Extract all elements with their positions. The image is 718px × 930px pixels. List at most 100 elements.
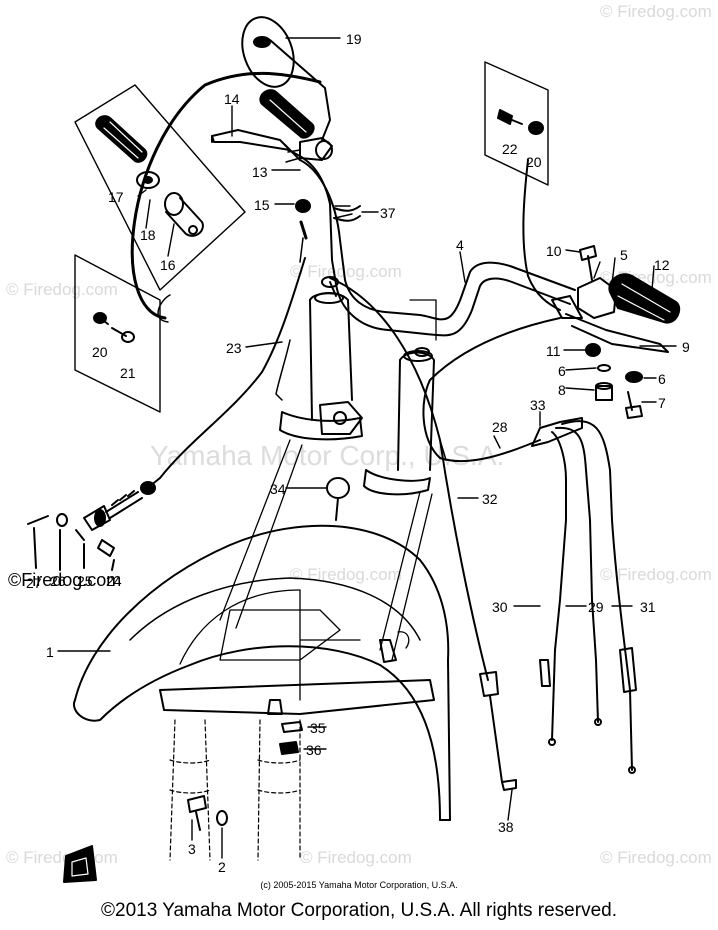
callout-24: 24 [106, 573, 122, 589]
cable-end-left [157, 294, 171, 323]
fork-upper-right [363, 350, 435, 496]
collar-18 [136, 171, 160, 189]
washer-6-left [597, 364, 611, 372]
callout-30: 30 [492, 599, 508, 615]
callout-11: 11 [546, 343, 561, 359]
callout-1: 1 [46, 644, 54, 660]
mirror-19 [241, 16, 331, 141]
callout-27: 27 [26, 575, 42, 591]
callout-12: 12 [654, 257, 670, 273]
callout-10: 10 [546, 243, 562, 259]
callout-28: 28 [492, 419, 508, 435]
lower-fork-sliders [169, 719, 301, 861]
left-lever-14 [211, 129, 291, 151]
nut-36 [279, 741, 299, 755]
callout-36: 36 [306, 742, 322, 758]
firedog-watermark-dark-text: ©Firedog.com [8, 570, 122, 590]
cable-sweep-left [130, 71, 322, 320]
callout-6: 6 [658, 371, 666, 387]
callout-8: 8 [558, 382, 566, 398]
screw-21 [111, 327, 135, 343]
adjuster-assembly [83, 477, 161, 531]
watermark-firedog: © Firedog.com [600, 848, 712, 867]
callout-23: 23 [226, 340, 242, 356]
cable-right-feed [522, 159, 561, 311]
callout-6: 6 [558, 363, 566, 379]
clip-38 [501, 779, 517, 791]
callout-2: 2 [218, 859, 226, 875]
screw-20-left [93, 312, 109, 325]
callout-7: 7 [658, 395, 666, 411]
bolt-24 [97, 539, 115, 571]
spacer-35 [281, 721, 303, 733]
watermark-firedog: © Firedog.com [600, 565, 712, 584]
cable-30-end [539, 659, 556, 746]
handlebar-4 [284, 144, 576, 337]
callout-16: 16 [160, 257, 176, 273]
leader-lines [57, 37, 677, 859]
steering-stem [321, 276, 430, 357]
callout-20: 20 [526, 154, 542, 170]
cable-32 [329, 277, 489, 681]
callout-31: 31 [640, 599, 656, 615]
bolt-25 [75, 529, 85, 569]
bolt-3 [187, 795, 207, 831]
right-lever-holder-5 [551, 277, 669, 353]
callout-18: 18 [140, 227, 156, 243]
firedog-watermark-dark: ©Firedog.com [8, 570, 121, 591]
nut-20-right [528, 121, 544, 135]
firedog-logo-badge [63, 845, 97, 883]
watermark-firedog: © Firedog.com [600, 2, 712, 21]
grommet-15 [295, 199, 311, 263]
watermark-firedog: © Firedog.com [290, 262, 402, 281]
cable-harness-33 [531, 417, 633, 771]
callout-26: 26 [50, 573, 66, 589]
callout-22: 22 [502, 141, 518, 157]
nut-11 [585, 343, 601, 357]
copyright-main: ©2013 Yamaha Motor Corporation, U.S.A. A… [101, 900, 617, 921]
callout-5: 5 [620, 247, 628, 263]
callout-35: 35 [310, 720, 326, 736]
inset-box-screws-right [484, 61, 549, 186]
left-grip [259, 89, 315, 139]
cable-23 [159, 257, 306, 479]
bolt-10 [579, 245, 597, 281]
throttle-sleeve-16 [164, 192, 204, 237]
callout-25: 25 [77, 573, 93, 589]
washer-6-right [625, 371, 643, 383]
callout-14: 14 [224, 91, 240, 107]
callout-37: 37 [380, 205, 396, 221]
washer-26 [56, 513, 68, 571]
callout-9: 9 [682, 339, 690, 355]
callout-33: 33 [530, 397, 546, 413]
inset-box-screws-left [74, 254, 161, 413]
callout-20: 20 [92, 344, 108, 360]
callout-3: 3 [188, 841, 196, 857]
fork-upper-left [279, 292, 363, 441]
washer-2 [216, 810, 228, 826]
callout-4: 4 [456, 237, 464, 253]
callout-15: 15 [254, 197, 270, 213]
fork-brace [159, 679, 435, 715]
callout-19: 19 [346, 31, 362, 47]
callout-21: 21 [120, 365, 136, 381]
left-switch-housing [285, 137, 333, 163]
cable-32-end [479, 671, 503, 783]
bolt-7 [625, 391, 643, 419]
callout-34: 34 [270, 481, 286, 497]
callout-13: 13 [252, 164, 268, 180]
clamp-37 [333, 205, 361, 222]
cable-31-end [619, 647, 637, 774]
fork-outline-long [219, 299, 437, 661]
watermark-firedog: © Firedog.com [300, 848, 412, 867]
grip-17 [95, 115, 148, 163]
cable-28 [422, 317, 561, 463]
triple-clamp [319, 401, 363, 435]
watermark-firedog: © Firedog.com [290, 565, 402, 584]
watermark-firedog: © Firedog.com [6, 280, 118, 299]
copyright-small: (c) 2005-2015 Yamaha Motor Corporation, … [260, 880, 458, 890]
callout-17: 17 [108, 189, 124, 205]
collar-8 [595, 382, 613, 401]
